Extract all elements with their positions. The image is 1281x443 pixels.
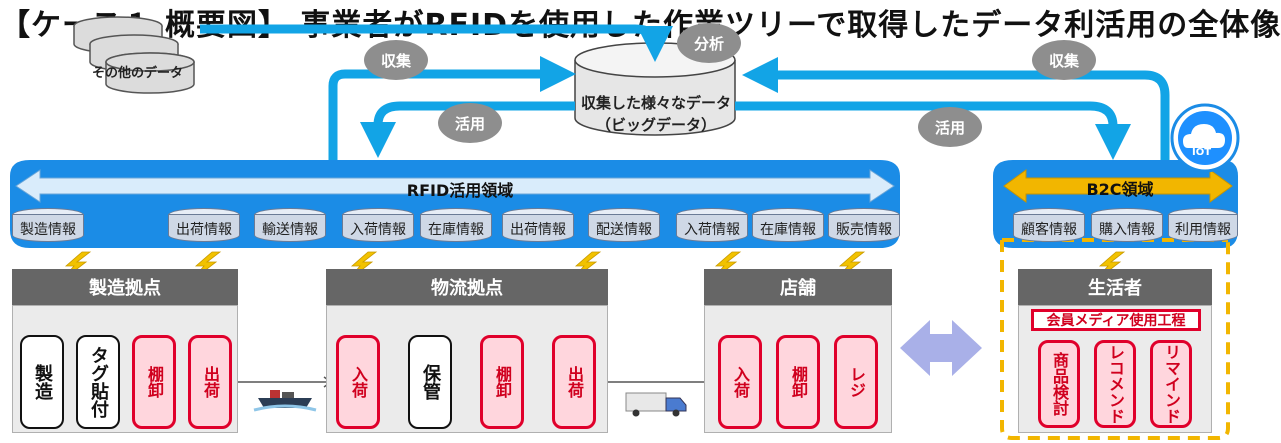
rfid-double-arrow [15, 169, 895, 203]
b2c-info-item: 顧客情報 [1013, 208, 1085, 242]
store-header: 店舗 [704, 269, 892, 305]
factory-step: 棚卸 [132, 335, 176, 429]
store-consumer-link-arrow [900, 320, 982, 376]
b2c-domain-title: B2C領域 [1086, 180, 1154, 199]
b2c-double-arrow [1003, 169, 1233, 203]
iot-label: IOT [1192, 147, 1212, 158]
collect-right-badge: 収集 [1032, 40, 1096, 80]
consumer-step: リマインド [1150, 340, 1192, 428]
logistics-step: 入荷 [336, 335, 380, 429]
analyze-badge: 分析 [677, 23, 741, 63]
use-left-arrow [360, 101, 575, 158]
factory-step: 製造 [20, 335, 64, 429]
rfid-info-item: 出荷情報 [502, 208, 574, 242]
factory-step: 出荷 [188, 335, 232, 429]
other-data-database-icon [73, 16, 195, 94]
rfid-info-item: 入荷情報 [676, 208, 748, 242]
bigdata-label: 収集した様々なデータ （ビッグデータ） [572, 92, 740, 136]
rfid-info-item: 配送情報 [588, 208, 660, 242]
rfid-domain-title: RFID活用領域 [406, 181, 514, 200]
consumer-step: 商品検討 [1038, 340, 1080, 428]
store-step: 棚卸 [776, 335, 820, 429]
factory-step: タグ貼付 [76, 335, 120, 429]
b2c-info-item: 利用情報 [1168, 208, 1238, 242]
logistics-step: 棚卸 [480, 335, 524, 429]
bigdata-label-line2: （ビッグデータ） [595, 116, 716, 134]
factory-header: 製造拠点 [12, 269, 238, 305]
rfid-info-item: 在庫情報 [420, 208, 492, 242]
rfid-info-item: 製造情報 [12, 208, 84, 242]
collect-left-arrow [328, 56, 576, 160]
rfid-info-item: 出荷情報 [168, 208, 240, 242]
rfid-info-item: 在庫情報 [752, 208, 824, 242]
rfid-info-item: 販売情報 [828, 208, 900, 242]
rfid-info-item: 入荷情報 [342, 208, 414, 242]
consumer-header: 生活者 [1018, 269, 1212, 305]
other-data-to-bigdata-arrow [200, 24, 673, 62]
consumer-step: レコメンド [1094, 340, 1136, 428]
iot-cloud-icon [1170, 103, 1240, 173]
logistics-step: 保管 [408, 335, 452, 429]
rfid-info-item: 輸送情報 [254, 208, 326, 242]
bigdata-label-line1: 収集した様々なデータ [580, 94, 731, 112]
b2c-info-item: 購入情報 [1091, 208, 1163, 242]
logistics-step: 出荷 [552, 335, 596, 429]
other-data-label: その他のデータ [92, 66, 184, 81]
use-right-badge: 活用 [918, 107, 982, 147]
use-left-badge: 活用 [438, 103, 502, 143]
collect-left-badge: 収集 [364, 40, 428, 80]
ship-icon [253, 390, 317, 412]
collect-right-arrow [742, 57, 1170, 160]
store-step: レジ [834, 335, 878, 429]
truck-icon [625, 392, 687, 417]
member-media-label: 会員メディア使用工程 [1031, 309, 1201, 331]
store-step: 入荷 [718, 335, 762, 429]
logistics-header: 物流拠点 [326, 269, 608, 305]
use-right-arrow [735, 101, 1131, 160]
consumer-dashed-frame [1000, 240, 1230, 440]
